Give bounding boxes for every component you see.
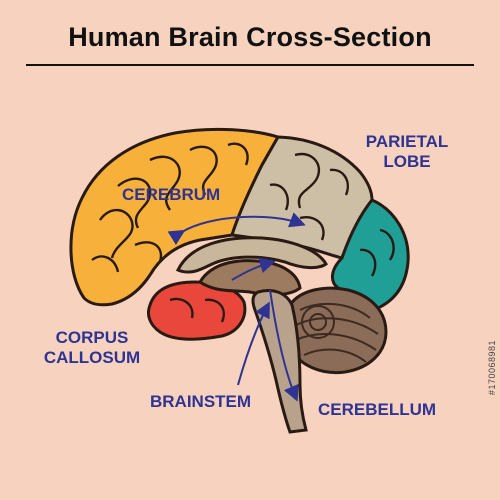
label-corpus-line2: CALLOSUM [43,348,141,367]
gyri-folds [91,142,395,323]
title-underline [26,64,474,66]
label-corpus-line1: CORPUS [55,328,129,347]
brainstem-arrow [237,301,270,386]
stock-watermark-id: #170068981 [487,340,497,396]
label-cerebrum: CEREBRUM [122,185,221,204]
cerebellum-arrow [269,289,299,402]
label-cerebellum: CEREBELLUM [318,400,437,419]
cerebellum-folds [295,302,379,363]
label-parietal-line1: PARIETAL [365,132,449,151]
page-title: Human Brain Cross-Section [68,22,432,52]
label-brainstem: BRAINSTEM [150,392,252,411]
cerebrum-arrow [167,212,306,246]
label-parietal-lobe: PARIETAL LOBE [362,132,452,172]
inner-arrow [231,257,276,281]
label-corpus-callosum: CORPUS CALLOSUM [22,328,162,368]
label-parietal-line2: LOBE [383,152,431,171]
thalamus-region [197,259,302,297]
temporal-lobe [146,280,247,341]
